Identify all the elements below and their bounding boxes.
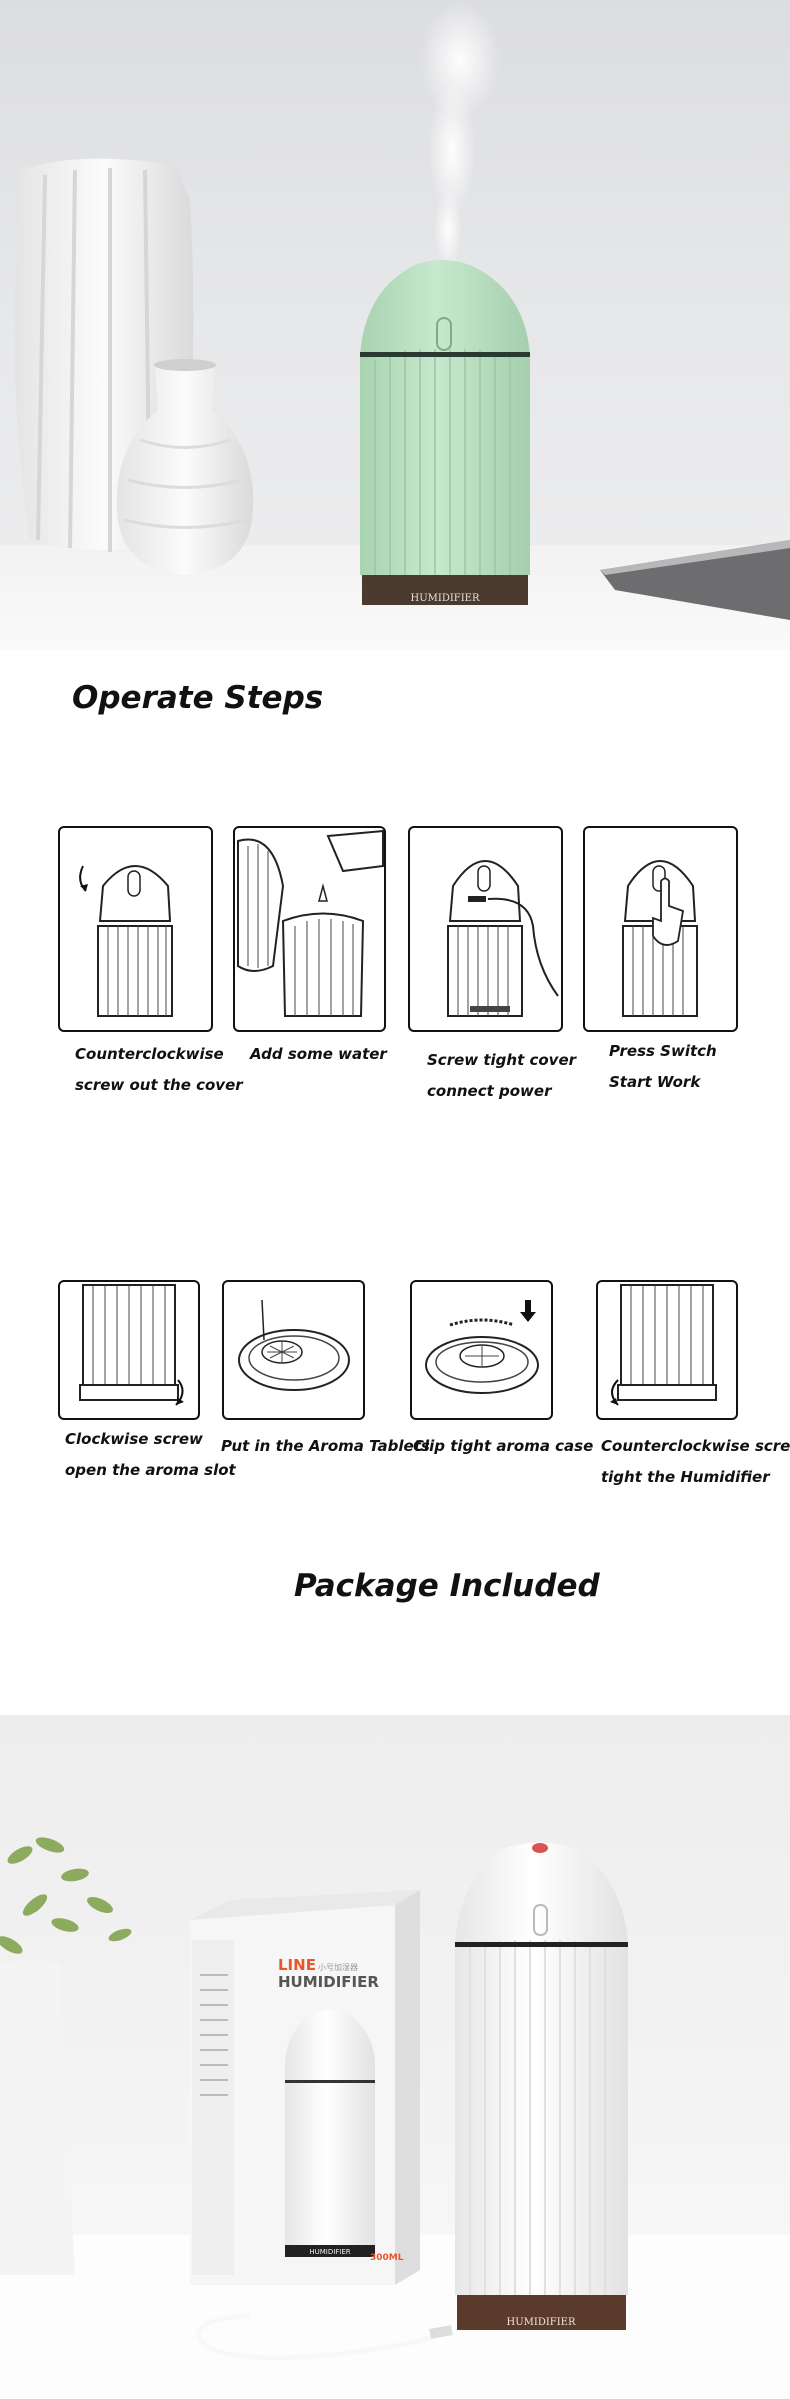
rotate-cover-icon	[79, 865, 173, 1017]
hero-photo: HUMIDIFIER	[0, 0, 790, 650]
box-device-label: HUMIDIFIER	[309, 2248, 350, 2256]
aroma-tablet-icon	[238, 1299, 350, 1391]
tighten-humidifier-icon	[610, 1284, 717, 1406]
mist	[420, 0, 500, 270]
box-brand-cn: 小号加湿器	[318, 1962, 358, 1972]
pour-water-icon	[237, 829, 384, 1017]
magazine	[600, 540, 790, 620]
operate-steps-title: Operate Steps	[72, 680, 324, 716]
box-brand-line2: HUMIDIFIER	[278, 1973, 379, 1991]
hero-device-label: HUMIDIFIER	[410, 593, 479, 604]
pkg-device-label: HUMIDIFIER	[506, 2317, 575, 2328]
box-brand-line1: LINE	[278, 1956, 316, 1974]
clip-case-icon	[425, 1300, 539, 1394]
package-photo: HUMIDIFIER LINE HUMIDIFIER 小号加湿器 300ML H…	[0, 1715, 790, 2399]
package-included-title: Package Included	[294, 1568, 600, 1604]
package-scene: HUMIDIFIER LINE HUMIDIFIER 小号加湿器 300ML H…	[0, 1837, 628, 2361]
plant	[0, 1837, 132, 2275]
small-vase	[116, 359, 254, 575]
product-box: HUMIDIFIER LINE HUMIDIFIER 小号加湿器 300ML	[190, 1890, 420, 2285]
hero-scene: HUMIDIFIER	[14, 0, 790, 620]
usb-cable	[196, 2312, 442, 2361]
white-humidifier: HUMIDIFIER	[455, 1842, 628, 2330]
green-humidifier: HUMIDIFIER	[360, 260, 530, 605]
box-capacity: 300ML	[370, 2253, 404, 2263]
connect-power-icon	[447, 860, 559, 1017]
open-aroma-slot-icon	[79, 1284, 184, 1406]
press-switch-icon	[622, 860, 698, 1017]
